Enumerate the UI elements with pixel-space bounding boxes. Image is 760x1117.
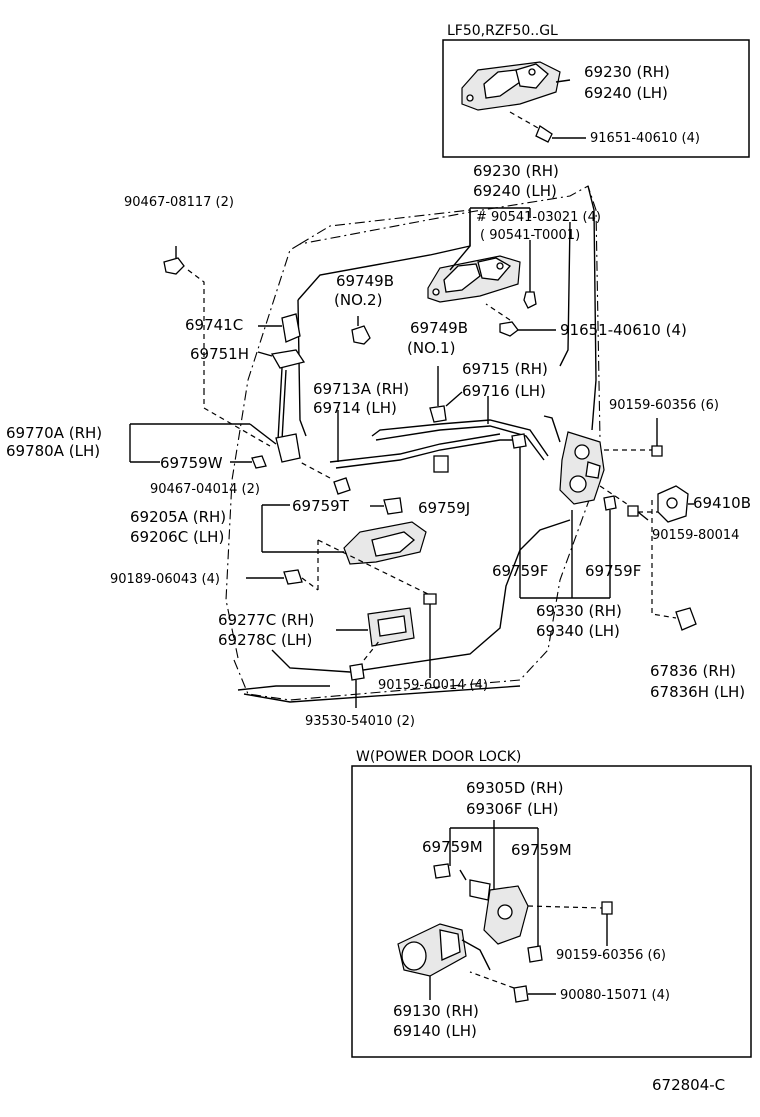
bolt-icon (513, 985, 529, 1003)
clip-icon (603, 495, 617, 511)
part-label-69770a-rh: 69770A (RH) (6, 424, 103, 442)
screw-icon (423, 593, 437, 605)
screw-icon (349, 663, 365, 681)
part-label-69749b-no2: 69749B (336, 272, 395, 290)
part-label-90541-03021: # 90541-03021 (4) (476, 210, 601, 225)
part-label-69713a-rh: 69713A (RH) (313, 380, 410, 398)
part-label-90159-60356: 90159-60356 (6) (609, 398, 719, 413)
clip-icon (383, 497, 403, 515)
part-label-no2: (NO.2) (334, 291, 383, 309)
bolt-icon (499, 321, 519, 337)
part-label-no1: (NO.1) (407, 339, 456, 357)
part-label-69277c-rh: 69277C (RH) (218, 611, 315, 629)
part-label-69715-rh: 69715 (RH) (462, 360, 548, 378)
part-label-90467-08117: 90467-08117 (2) (124, 195, 234, 210)
part-label-90080-15071: 90080-15071 (4) (560, 988, 670, 1003)
bolt-icon (535, 125, 553, 143)
part-label-69205a-rh: 69205A (RH) (130, 508, 227, 526)
part-label-69278c-lh: 69278C (LH) (218, 631, 313, 649)
part-label-90541-t0001: ( 90541-T0001) (480, 228, 581, 243)
part-label-93530-54010: 93530-54010 (2) (305, 714, 415, 729)
part-label-69759f-a: 69759F (492, 562, 549, 580)
door-lock-assembly-drawing (543, 415, 605, 505)
part-label-69759w: 69759W (160, 454, 223, 472)
power-lock-assembly-drawing (459, 869, 529, 945)
part-label-69759f-b: 69759F (585, 562, 642, 580)
clip-icon (511, 433, 527, 449)
part-label-69240-lh: 69240 (LH) (473, 182, 557, 200)
knob-icon (270, 349, 306, 369)
part-label-69230-rh-inset: 69230 (RH) (584, 63, 670, 81)
part-label-67836-rh: 67836 (RH) (650, 662, 736, 680)
part-label-69130-rh: 69130 (RH) (393, 1002, 479, 1020)
part-label-91651-inset: 91651-40610 (4) (590, 131, 700, 146)
part-label-90159-80014: 90159-80014 (652, 528, 740, 543)
inside-handle-drawing (343, 521, 427, 565)
part-label-91651: 91651-40610 (4) (560, 321, 687, 339)
part-label-69206c-lh: 69206C (LH) (130, 528, 225, 546)
part-label-69340-lh: 69340 (LH) (536, 622, 620, 640)
inset-top-title: LF50,RZF50..GL (447, 23, 558, 39)
part-label-90159-60014: 90159-60014 (4) (378, 678, 488, 693)
screw-icon (651, 445, 663, 457)
handle-bezel-drawing (367, 607, 415, 647)
clip-icon (333, 477, 351, 495)
outside-handle-drawing (427, 255, 521, 303)
screw-icon (627, 505, 639, 517)
part-label-69240-lh-inset: 69240 (LH) (584, 84, 668, 102)
part-label-69306f-lh: 69306F (LH) (466, 800, 559, 818)
clip-icon (163, 257, 185, 275)
part-label-69759m-a: 69759M (422, 838, 483, 856)
bracket-icon (275, 433, 301, 463)
lock-actuator-drawing (397, 923, 491, 977)
part-label-69749b-no1: 69749B (410, 319, 469, 337)
clip-icon (251, 455, 267, 469)
inset-top-frame (442, 39, 750, 158)
clip-icon (433, 455, 449, 473)
part-label-69140-lh: 69140 (LH) (393, 1022, 477, 1040)
part-label-69714-lh: 69714 (LH) (313, 399, 397, 417)
inside-handle-rod (335, 439, 520, 469)
door-outline (225, 185, 601, 659)
part-label-69330-rh: 69330 (RH) (536, 602, 622, 620)
part-label-69751h: 69751H (190, 345, 249, 363)
clip-icon (429, 405, 447, 423)
inset-bottom-title: W(POWER DOOR LOCK) (356, 749, 522, 765)
part-label-67836h-lh: 67836H (LH) (650, 683, 746, 701)
part-label-69230-rh: 69230 (RH) (473, 162, 559, 180)
clip-icon (433, 863, 451, 879)
button-part-icon (281, 313, 301, 343)
part-label-69759t: 69759T (292, 497, 349, 515)
cushion-icon (675, 607, 697, 631)
outside-handle-inset-drawing (461, 61, 561, 111)
clip-icon (527, 945, 543, 963)
part-label-90159-60356-inset: 90159-60356 (6) (556, 948, 666, 963)
clip-icon (283, 569, 303, 585)
clip-icon (523, 291, 537, 309)
part-label-69759m-b: 69759M (511, 841, 572, 859)
part-label-69780a-lh: 69780A (LH) (6, 442, 101, 460)
part-label-90467-04014: 90467-04014 (2) (150, 482, 260, 497)
part-label-69741c: 69741C (185, 316, 244, 334)
part-label-69305d-rh: 69305D (RH) (466, 779, 564, 797)
screw-icon (601, 901, 613, 915)
figure-code: 672804-C (652, 1076, 726, 1094)
inset-bottom-frame (351, 765, 752, 1058)
part-label-90189-06043: 90189-06043 (4) (110, 572, 220, 587)
part-label-69759j: 69759J (418, 499, 471, 517)
clip-icon (351, 325, 371, 345)
part-label-69410b: 69410B (693, 494, 752, 512)
part-label-69716-lh: 69716 (LH) (462, 382, 546, 400)
